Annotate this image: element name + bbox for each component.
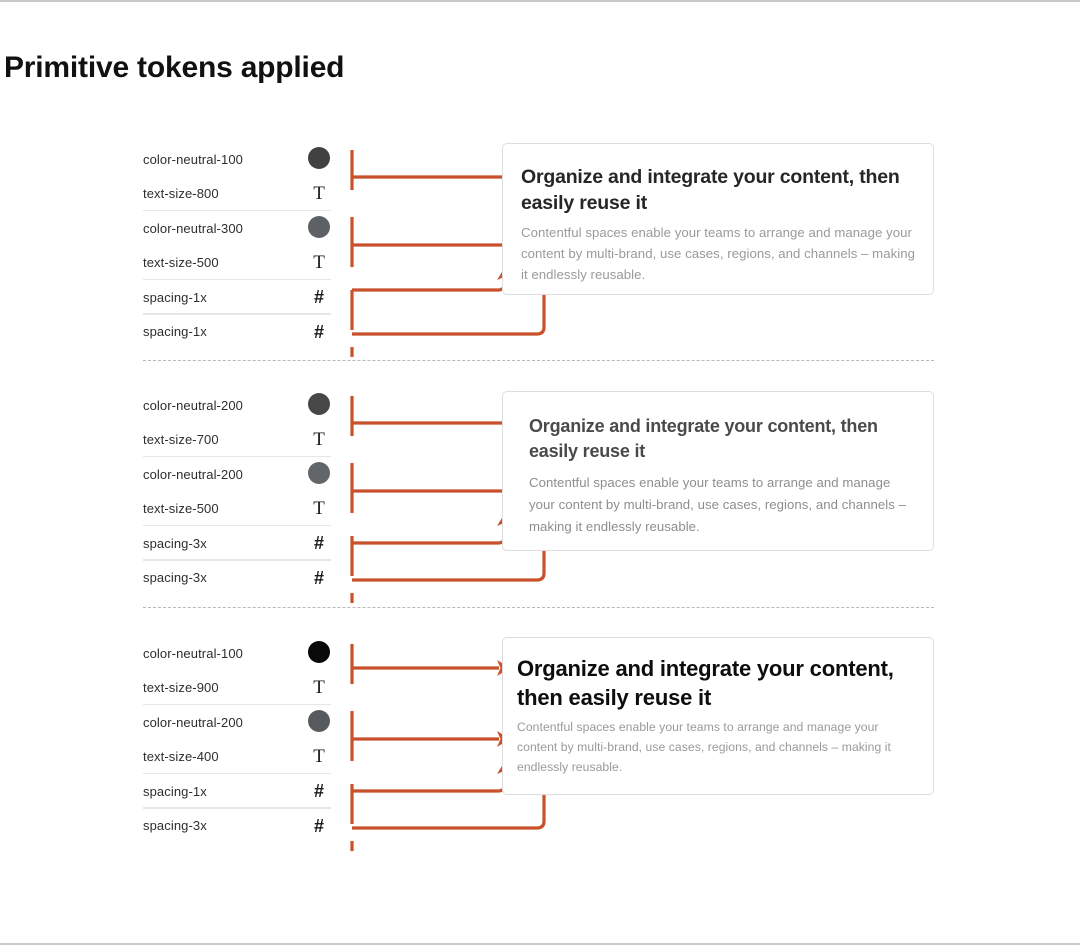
color-swatch-icon	[307, 392, 331, 418]
color-swatch-icon	[307, 215, 331, 241]
token-label: spacing-3x	[143, 570, 207, 586]
spacing-icon: #	[313, 781, 324, 802]
token-label: spacing-3x	[143, 818, 207, 834]
token-row[interactable]: spacing-3x #	[143, 809, 331, 844]
token-label: text-size-500	[143, 501, 219, 517]
swatch-dot	[308, 709, 330, 732]
content-card: Organize and integrate your content, the…	[502, 391, 934, 551]
token-row[interactable]: color-neutral-100	[143, 636, 331, 671]
card-heading: Organize and integrate your content, the…	[517, 656, 894, 710]
token-row[interactable]: text-size-500 T	[143, 492, 331, 527]
token-row[interactable]: spacing-1x #	[143, 774, 331, 809]
token-label: color-neutral-300	[143, 220, 243, 236]
token-row[interactable]: color-neutral-200	[143, 457, 331, 492]
content-card: Organize and integrate your content, the…	[502, 143, 934, 295]
token-label: spacing-1x	[143, 289, 207, 305]
page-title: Primitive tokens applied	[4, 51, 345, 84]
token-list: color-neutral-100 text-size-800 T color-…	[143, 142, 331, 349]
card-heading: Organize and integrate your content, the…	[529, 416, 878, 461]
token-row[interactable]: color-neutral-200	[143, 705, 331, 740]
color-swatch-icon	[307, 640, 331, 666]
spacing-icon: #	[313, 321, 324, 342]
swatch-dot	[308, 461, 330, 484]
swatch-dot	[308, 146, 330, 169]
token-label: spacing-3x	[143, 535, 207, 551]
token-label: text-size-500	[143, 255, 219, 271]
swatch-dot	[308, 640, 330, 663]
token-label: spacing-1x	[143, 783, 207, 799]
card-body: Contentful spaces enable your teams to a…	[529, 475, 907, 534]
token-row[interactable]: text-size-900 T	[143, 671, 331, 706]
token-row[interactable]: color-neutral-200	[143, 388, 331, 423]
token-label: text-size-700	[143, 432, 219, 448]
token-label: color-neutral-100	[143, 151, 243, 167]
content-card: Organize and integrate your content, the…	[502, 637, 934, 795]
text-size-icon: T	[313, 746, 325, 768]
swatch-dot	[308, 215, 330, 238]
card-body: Contentful spaces enable your teams to a…	[517, 720, 891, 774]
token-row[interactable]: color-neutral-100	[143, 142, 331, 177]
card-heading: Organize and integrate your content, the…	[521, 166, 900, 214]
token-row[interactable]: text-size-700 T	[143, 423, 331, 458]
token-group: color-neutral-100 text-size-800 T color-…	[0, 142, 1080, 357]
text-size-icon: T	[313, 252, 325, 274]
swatch-dot	[308, 392, 330, 415]
token-label: color-neutral-200	[143, 397, 243, 413]
token-row[interactable]: text-size-400 T	[143, 740, 331, 775]
color-swatch-icon	[307, 146, 331, 172]
section-divider	[143, 360, 934, 361]
spacing-icon: #	[313, 533, 324, 554]
color-swatch-icon	[307, 461, 331, 487]
card-body: Contentful spaces enable your teams to a…	[521, 225, 915, 282]
token-label: text-size-900	[143, 680, 219, 696]
token-label: text-size-400	[143, 749, 219, 765]
spacing-icon: #	[313, 815, 324, 836]
token-row[interactable]: spacing-3x #	[143, 526, 331, 561]
token-row[interactable]: spacing-1x #	[143, 315, 331, 350]
token-label: color-neutral-200	[143, 466, 243, 482]
token-label: text-size-800	[143, 186, 219, 202]
token-row[interactable]: spacing-3x #	[143, 561, 331, 596]
token-list: color-neutral-200 text-size-700 T color-…	[143, 388, 331, 595]
token-group: color-neutral-100 text-size-900 T color-…	[0, 636, 1080, 851]
color-swatch-icon	[307, 709, 331, 735]
token-row[interactable]: text-size-500 T	[143, 246, 331, 281]
token-label: spacing-1x	[143, 324, 207, 340]
text-size-icon: T	[313, 429, 325, 451]
token-label: color-neutral-100	[143, 645, 243, 661]
spacing-icon: #	[313, 567, 324, 588]
spacing-icon: #	[313, 287, 324, 308]
token-row[interactable]: text-size-800 T	[143, 177, 331, 212]
token-list: color-neutral-100 text-size-900 T color-…	[143, 636, 331, 843]
text-size-icon: T	[313, 677, 325, 699]
section-divider	[143, 607, 934, 608]
token-label: color-neutral-200	[143, 714, 243, 730]
text-size-icon: T	[313, 498, 325, 520]
token-row[interactable]: spacing-1x #	[143, 280, 331, 315]
token-row[interactable]: color-neutral-300	[143, 211, 331, 246]
text-size-icon: T	[313, 183, 325, 205]
token-group: color-neutral-200 text-size-700 T color-…	[0, 388, 1080, 603]
